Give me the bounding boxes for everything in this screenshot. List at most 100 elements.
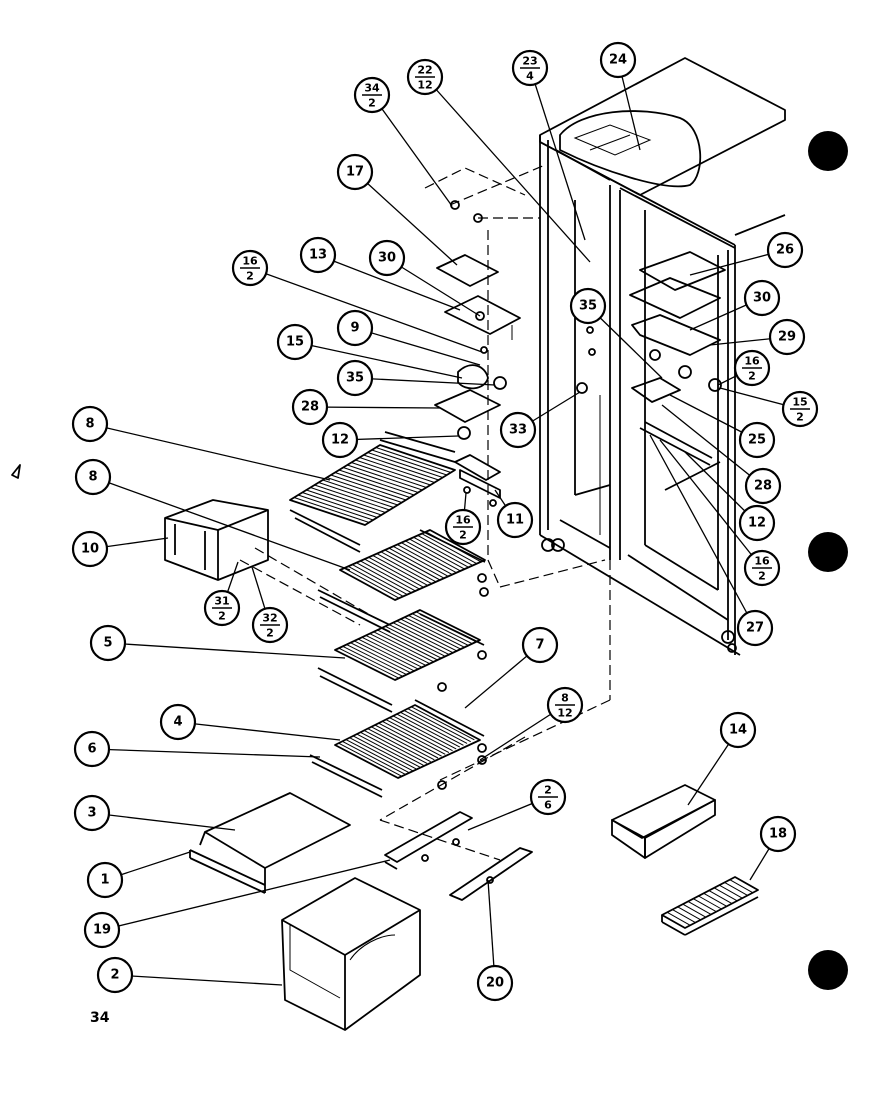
- shelf-wire: [388, 624, 450, 655]
- shelf-wire: [345, 739, 410, 773]
- callout-number: 34: [364, 82, 380, 95]
- callout-number: 8: [85, 417, 94, 432]
- callout-c10: 10: [71, 530, 109, 568]
- shelf-wire: [392, 545, 449, 577]
- shelf-wire: [373, 631, 434, 663]
- leader-line: [91, 812, 236, 831]
- shelf-wire: [310, 487, 386, 513]
- callout-number: 35: [579, 299, 597, 314]
- callout-number: 25: [748, 433, 766, 448]
- callout-number: 7: [535, 638, 544, 653]
- shelf-wire: [338, 469, 415, 496]
- callout-quantity: 12: [557, 707, 572, 720]
- callout-number: 6: [87, 742, 96, 757]
- callout-c23-4: 234: [511, 49, 549, 87]
- callout-c2-6: 26: [529, 778, 567, 816]
- shelf-third: [317, 609, 487, 713]
- callout-number: 3: [87, 806, 96, 821]
- leader-line: [649, 434, 756, 629]
- callout-circle: [738, 504, 776, 542]
- shelf-wire: [369, 633, 430, 665]
- callout-c6: 6: [73, 730, 111, 768]
- callout-circle: [321, 421, 359, 459]
- shelf-wire: [375, 447, 452, 473]
- shelf-wire: [389, 717, 453, 752]
- shelf-wire: [347, 565, 404, 597]
- shelf-wire: [371, 726, 435, 761]
- callout-quantity: 2: [218, 610, 226, 623]
- leader-line: [294, 341, 463, 379]
- shelf-wire: [356, 733, 421, 768]
- shelf-wire: [403, 710, 468, 744]
- callout-number: 16: [754, 555, 770, 568]
- callout-c31-2: 312: [203, 589, 241, 627]
- callout-number: 10: [81, 542, 99, 557]
- callout-circle: [736, 609, 774, 647]
- callout-c35-a: 35: [336, 359, 374, 397]
- shelf-wire: [377, 629, 438, 661]
- shelf-wire: [293, 497, 370, 523]
- callout-circle: [276, 323, 314, 361]
- callout-quantity: 6: [544, 799, 552, 812]
- callout-number: 28: [301, 400, 319, 415]
- shelf-wire: [356, 562, 412, 594]
- callout-c28-a: 28: [291, 388, 329, 426]
- callout-c2: 2: [96, 956, 134, 994]
- callout-quantity: 2: [266, 627, 274, 640]
- callout-c34-2: 342: [353, 76, 391, 114]
- shelf-wire: [405, 540, 461, 572]
- shelf-wire: [367, 452, 443, 478]
- leader-line: [177, 721, 341, 741]
- shelf-wire: [357, 638, 419, 670]
- shelf-wire: [703, 892, 727, 907]
- shelf-wire: [352, 564, 408, 595]
- callout-number: 22: [417, 64, 432, 77]
- shelf-wire: [378, 722, 442, 757]
- shelf-wire: [342, 645, 403, 677]
- callout-number: 14: [729, 723, 747, 738]
- callout-circle: [73, 730, 111, 768]
- callout-circle: [521, 626, 559, 664]
- leader-line: [317, 254, 461, 311]
- shelf-wire: [687, 900, 712, 915]
- callout-circle: [336, 359, 374, 397]
- callout-number: 12: [331, 433, 349, 448]
- callout-circle: [83, 911, 121, 949]
- callout-circle: [89, 624, 127, 662]
- shelf-wire: [343, 467, 419, 493]
- shelf-wire: [392, 715, 457, 750]
- leader-line: [89, 423, 331, 481]
- callout-number: 32: [262, 612, 277, 625]
- shelf-wire: [729, 879, 754, 894]
- callout-c4: 4: [159, 703, 197, 741]
- shelf-wire: [388, 547, 445, 579]
- callout-number: 5: [103, 636, 112, 651]
- leader-line: [354, 377, 496, 386]
- shelf-wire: [322, 479, 398, 506]
- dashed-leaders: [239, 547, 611, 861]
- shelf-wire: [693, 898, 717, 913]
- shelf-wire: [360, 731, 424, 766]
- leader-line: [386, 257, 481, 317]
- callout-circle: [738, 421, 776, 459]
- callout-number: 16: [744, 355, 760, 368]
- shelf-wire: [713, 887, 738, 902]
- callout-circle: [766, 231, 804, 269]
- shelf-wire: [359, 457, 435, 483]
- shelf-wire: [349, 737, 413, 772]
- shelf-wire: [374, 724, 439, 759]
- leader-line: [371, 94, 453, 207]
- shelf-wire: [334, 472, 411, 498]
- callout-quantity: 2: [459, 529, 467, 542]
- leader-line: [354, 327, 481, 366]
- callout-circle: [499, 411, 537, 449]
- callout-quantity: 12: [417, 79, 432, 92]
- callout-c9: 9: [336, 309, 374, 347]
- shelf-wire: [381, 627, 442, 659]
- tray-18: [661, 876, 759, 936]
- shelf-wire: [318, 482, 394, 508]
- callout-number: 11: [506, 513, 524, 528]
- shelf-wire: [407, 708, 471, 743]
